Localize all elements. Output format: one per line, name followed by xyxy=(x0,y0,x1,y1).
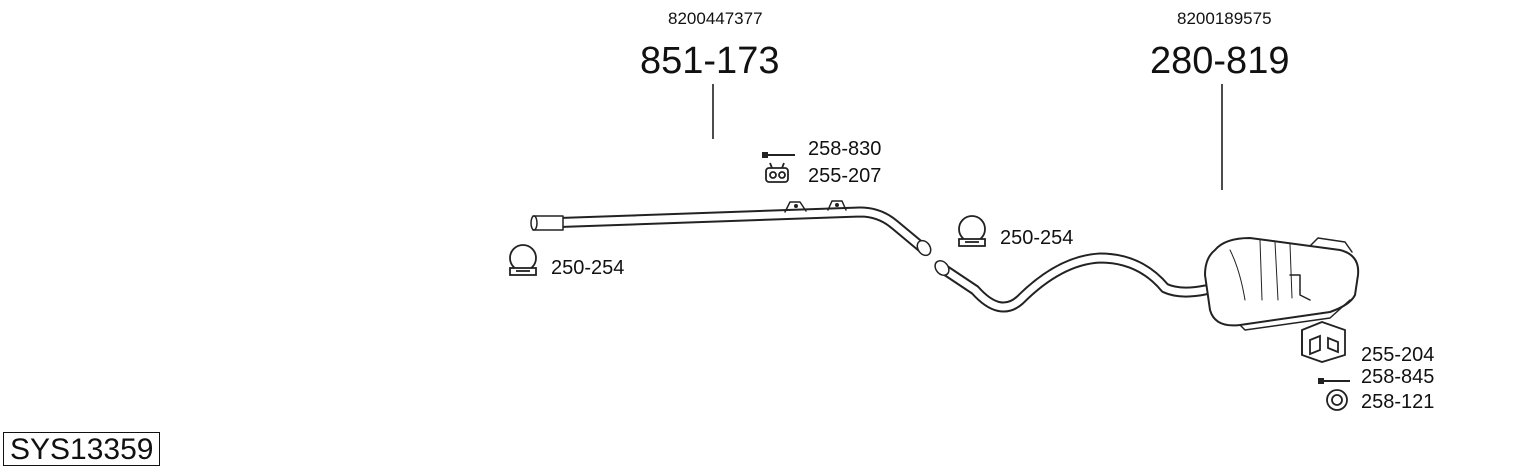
rubber-mount-icon-255-204 xyxy=(1301,321,1346,363)
fitting-label-258-121: 258-121 xyxy=(1361,391,1435,413)
fitting-label-255-204: 255-204 xyxy=(1361,344,1435,366)
bolt-icon-258-830 xyxy=(762,152,795,158)
system-code-box: SYS13359 xyxy=(3,432,161,466)
fitting-label-258-830: 258-830 xyxy=(808,138,882,160)
part-number-front-pipe: 851-173 xyxy=(640,40,780,82)
fitting-label-258-845: 258-845 xyxy=(1361,366,1435,388)
fitting-label-250-254-rear: 250-254 xyxy=(1000,227,1074,249)
ring-icon-258-121 xyxy=(1326,389,1348,411)
rear-silencer-drawing xyxy=(934,237,1360,331)
front-pipe-drawing xyxy=(530,200,932,257)
bolt-icon-258-845 xyxy=(1318,378,1350,384)
fitting-label-250-254-front: 250-254 xyxy=(551,257,625,279)
part-number-rear-silencer: 280-819 xyxy=(1150,40,1290,82)
clamp-icon-250-254-rear xyxy=(958,215,986,247)
fitting-label-255-207: 255-207 xyxy=(808,165,882,187)
rubber-mount-icon-255-207 xyxy=(765,162,789,183)
oem-number-rear-silencer: 8200189575 xyxy=(1177,9,1272,28)
oem-number-front-pipe: 8200447377 xyxy=(668,9,763,28)
clamp-icon-250-254-front xyxy=(509,244,537,276)
